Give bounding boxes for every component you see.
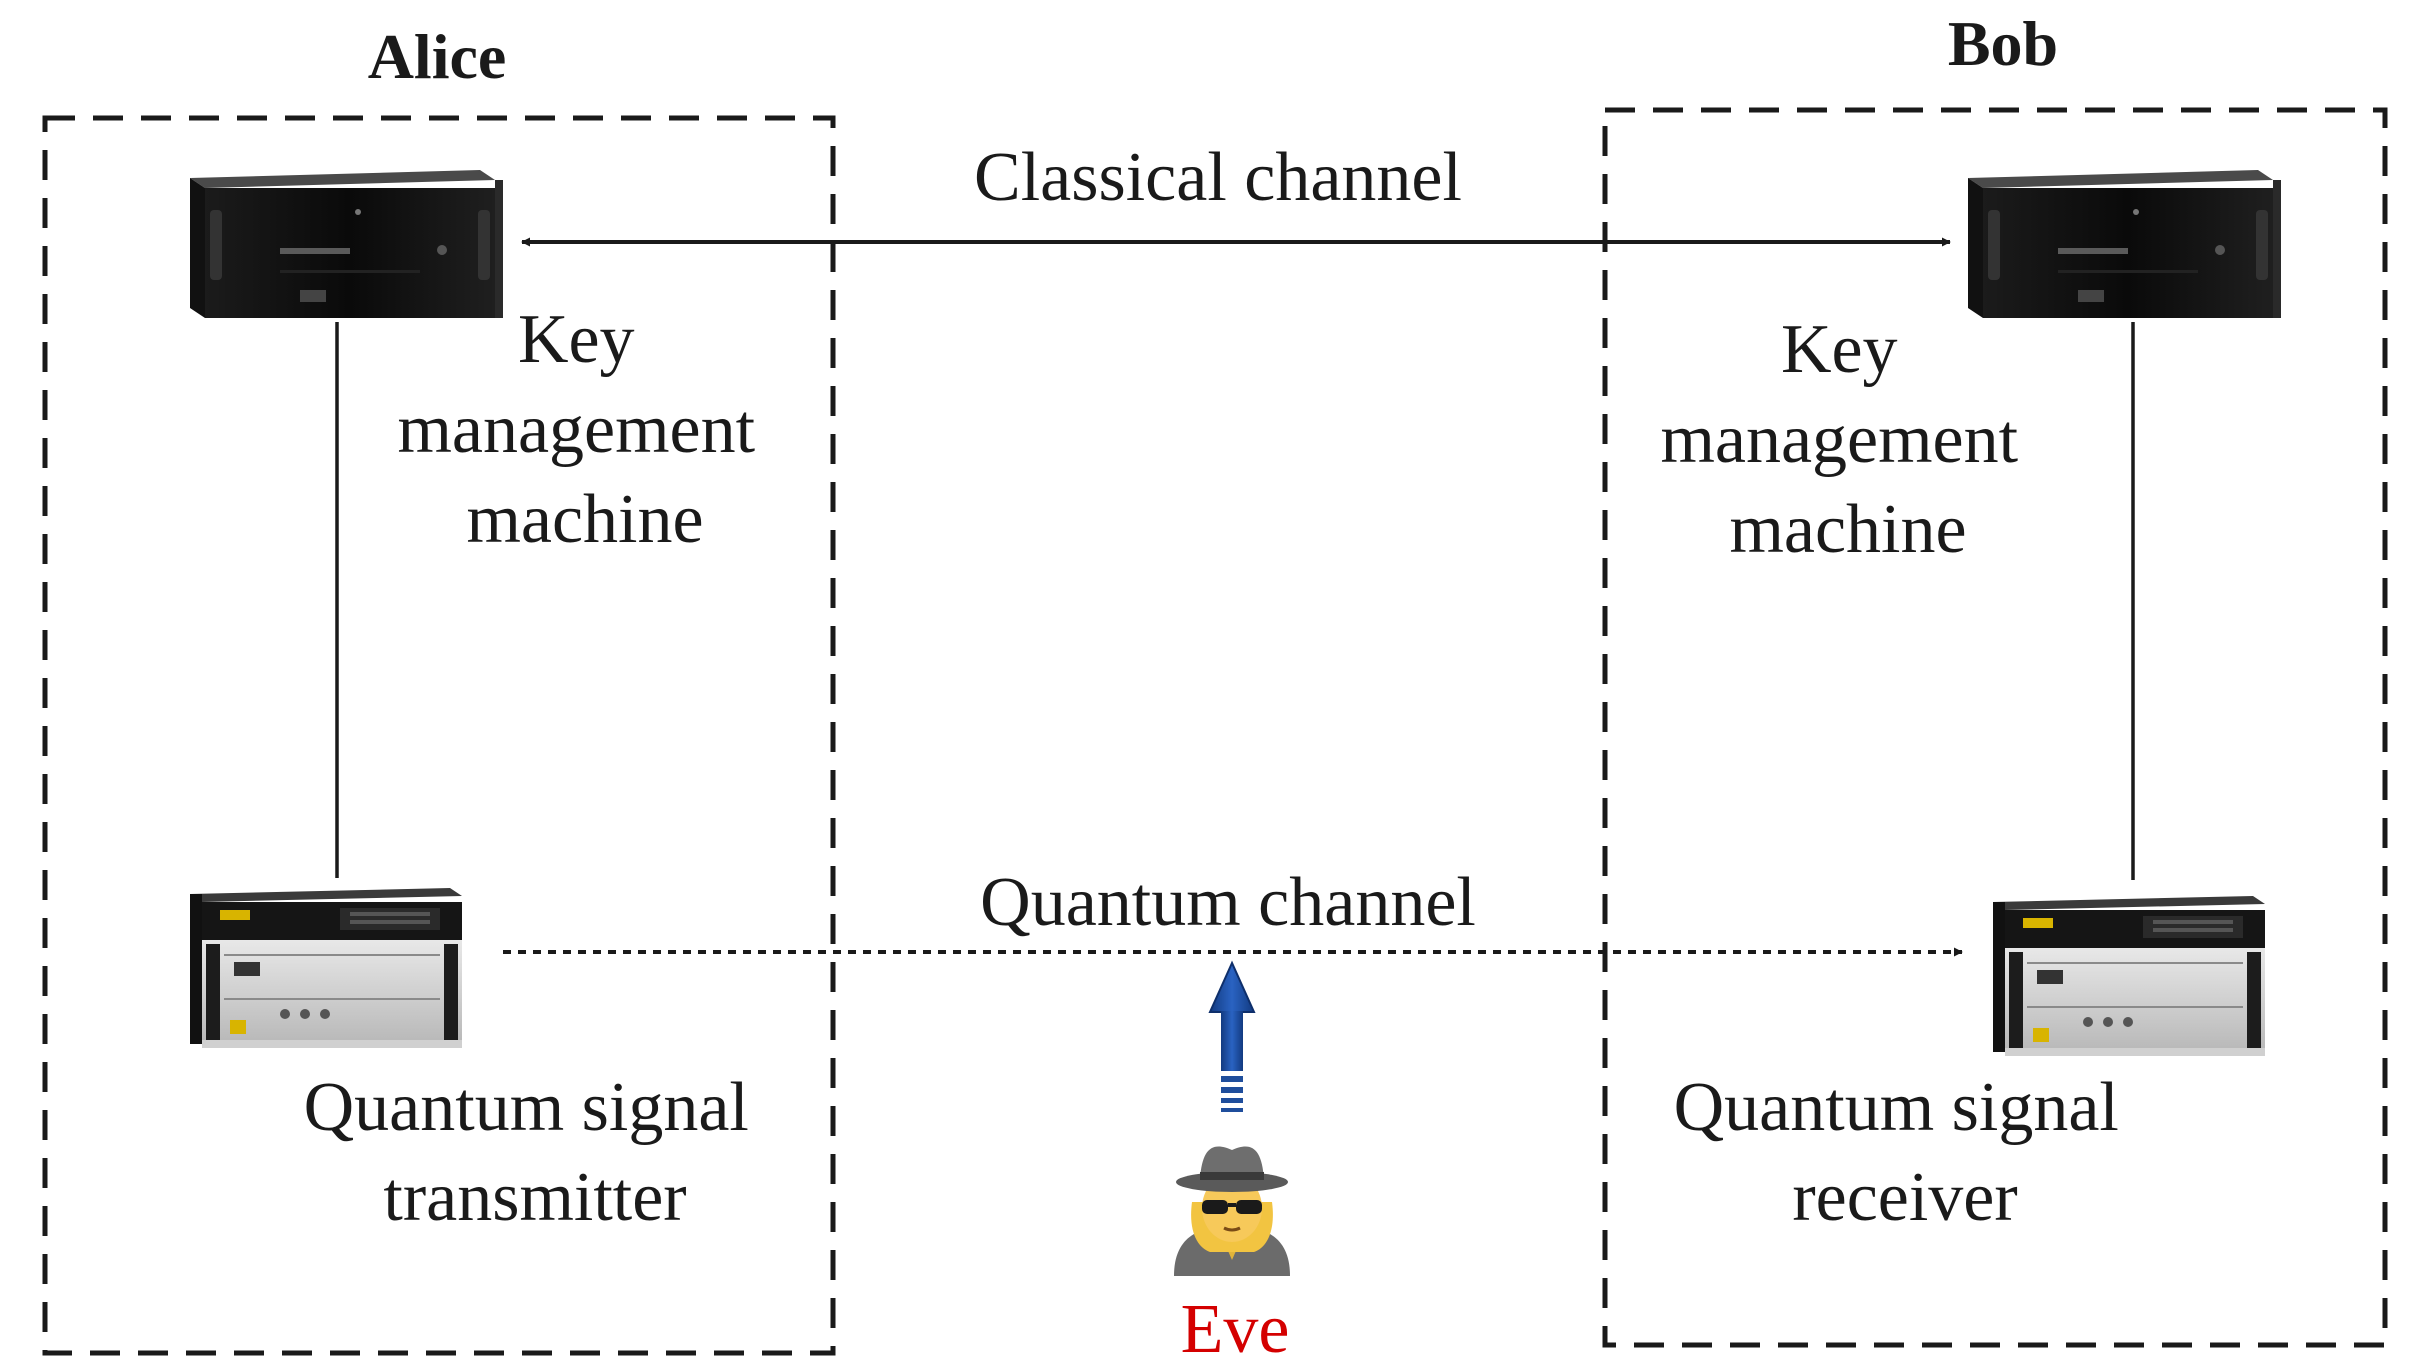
bob-key-machine-label: Key management machine (1660, 311, 2035, 568)
bob-boundary (1602, 107, 2388, 1348)
bob-key-management-server (1968, 170, 2281, 318)
alice-key-management-server (190, 170, 503, 318)
spy-icon (1174, 1146, 1290, 1276)
bob-receiver-label: Quantum signal receiver (1674, 1069, 2137, 1236)
alice-quantum-transmitter-device (190, 888, 462, 1048)
alice-key-machine-label: Key management machine (397, 301, 772, 558)
eve-label: Eve (1181, 1291, 1290, 1368)
bob-key-machine-line-1: Key (1781, 311, 1898, 388)
alice-key-machine-line-2: management (397, 391, 755, 468)
alice-title: Alice (368, 21, 507, 92)
alice-transmitter-line-1: Quantum signal (304, 1069, 749, 1146)
alice-boundary (42, 115, 836, 1356)
alice-key-machine-line-1: Key (518, 301, 635, 378)
classical-channel-label: Classical channel (974, 139, 1462, 216)
bob-key-machine-line-2: management (1660, 401, 2018, 478)
alice-transmitter-label: Quantum signal transmitter (304, 1069, 767, 1236)
bob-title: Bob (1948, 8, 2058, 79)
bob-receiver-line-1: Quantum signal (1674, 1069, 2119, 1146)
bob-receiver-line-2: receiver (1792, 1159, 2017, 1236)
quantum-channel-label: Quantum channel (980, 864, 1476, 941)
alice-transmitter-line-2: transmitter (383, 1159, 686, 1236)
alice-key-machine-line-3: machine (466, 481, 703, 558)
bob-quantum-receiver-device (1993, 896, 2265, 1056)
bob-key-machine-line-3: machine (1729, 491, 1966, 568)
eve-attack-arrow (1208, 960, 1256, 1112)
